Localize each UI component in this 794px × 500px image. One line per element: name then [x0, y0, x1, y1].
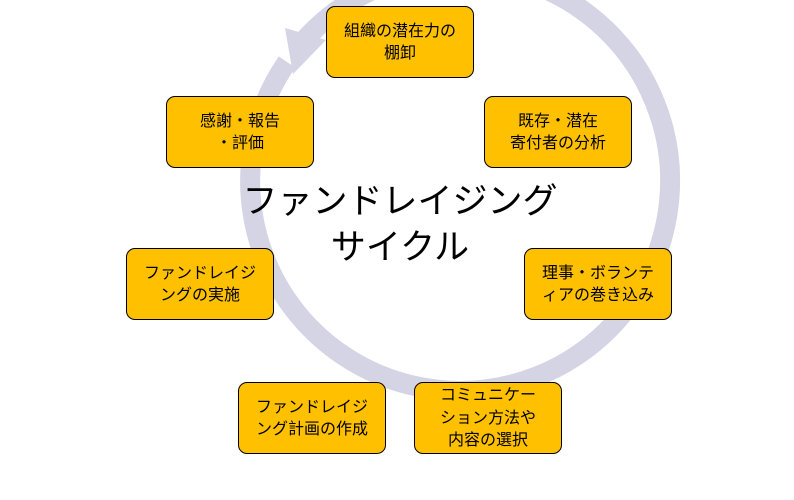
cycle-arrowhead	[285, 28, 326, 74]
step-board-volunteer: 理事・ボランテ ィアの巻き込み	[524, 248, 672, 320]
step-execution: ファンドレイジ ングの実施	[126, 248, 274, 320]
step-planning: ファンドレイジ ング計画の作成	[238, 382, 386, 454]
step-communication: コミュニケー ション方法や 内容の選択	[414, 382, 562, 454]
step-inventory: 組織の潜在力の 棚卸	[326, 6, 474, 78]
step-donor-analysis: 既存・潜在 寄付者の分析	[484, 96, 632, 168]
step-thanks-report: 感謝・報告 ・評価	[166, 96, 314, 168]
diagram-title: ファンドレイジング サイクル	[242, 182, 558, 268]
